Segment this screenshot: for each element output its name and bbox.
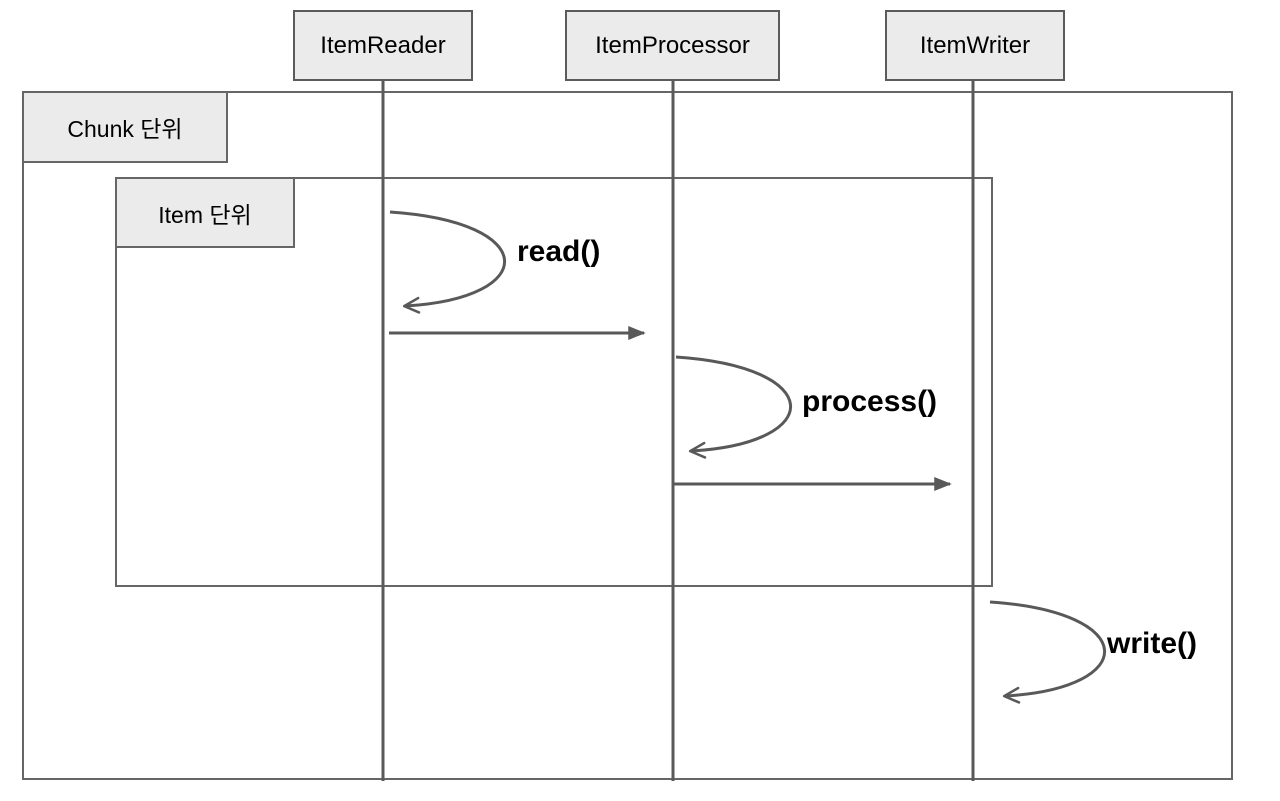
process-message-label: process()	[802, 385, 938, 418]
chunk-frame	[22, 91, 1233, 780]
participant-itemreader-label: ItemReader	[320, 31, 446, 59]
chunk-frame-label-text: Chunk 단위	[67, 116, 183, 142]
write-message-label: write()	[1107, 627, 1197, 660]
item-frame-label: Item 단위	[115, 177, 295, 248]
participant-itemprocessor: ItemProcessor	[565, 10, 780, 81]
participant-itemwriter: ItemWriter	[885, 10, 1065, 81]
chunk-frame-label: Chunk 단위	[22, 91, 228, 163]
participant-itemprocessor-label: ItemProcessor	[595, 31, 750, 59]
read-message-label: read()	[517, 235, 601, 268]
item-frame-label-text: Item 단위	[158, 201, 252, 228]
participant-itemwriter-label: ItemWriter	[919, 31, 1031, 59]
participant-itemreader: ItemReader	[293, 10, 473, 81]
item-frame	[115, 177, 993, 587]
